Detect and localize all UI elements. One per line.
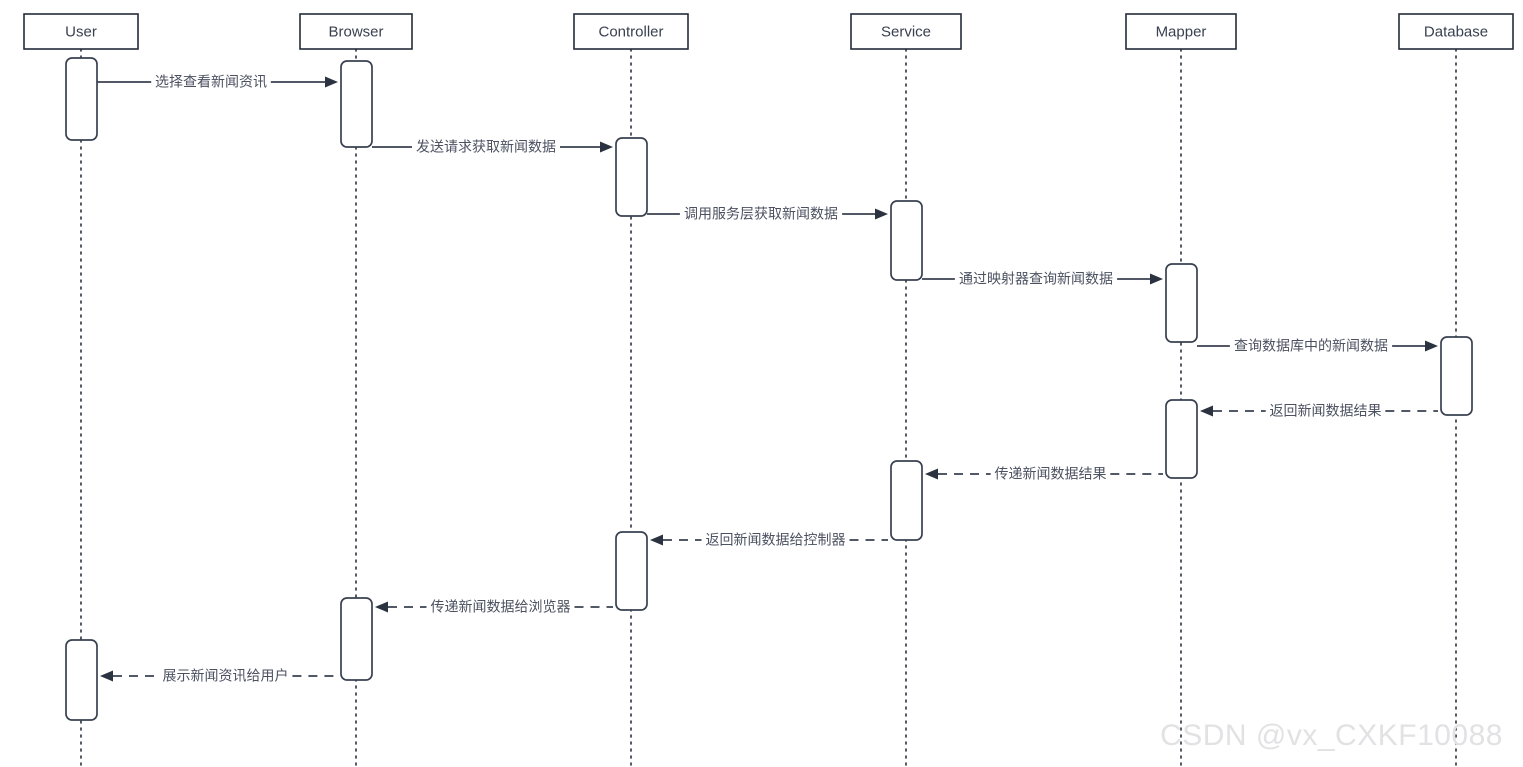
message-m10[interactable]: 展示新闻资讯给用户	[100, 668, 338, 684]
activation-bar-mapper	[1165, 263, 1198, 343]
activation-bar-browser	[340, 597, 373, 681]
arrow-head-icon	[650, 534, 663, 546]
activation-bar-controller	[615, 137, 648, 217]
participant-box	[1398, 13, 1514, 50]
activation-bar-service	[890, 200, 923, 281]
activation-bar-service	[890, 460, 923, 541]
participant-label: User	[65, 23, 97, 40]
participant-label: Browser	[328, 23, 383, 40]
activation-bar-database	[1440, 336, 1473, 416]
message-label: 发送请求获取新闻数据	[416, 139, 556, 155]
participant-box	[573, 13, 689, 50]
arrow-head-icon	[1150, 273, 1163, 285]
activation-bar-controller	[615, 531, 648, 611]
message-m8[interactable]: 返回新闻数据给控制器	[650, 532, 888, 548]
message-m5[interactable]: 查询数据库中的新闻数据	[1197, 338, 1438, 354]
arrow-head-icon	[600, 141, 613, 153]
participant-label: Service	[881, 23, 931, 40]
participant-label: Mapper	[1156, 23, 1207, 40]
participant-user[interactable]: User	[23, 13, 139, 50]
arrow-head-icon	[375, 601, 388, 613]
participant-database[interactable]: Database	[1398, 13, 1514, 50]
participant-service[interactable]: Service	[850, 13, 962, 50]
message-label: 传递新闻数据结果	[995, 466, 1107, 482]
participant-box	[1125, 13, 1237, 50]
message-m9[interactable]: 传递新闻数据给浏览器	[375, 599, 613, 615]
actors-layer: User Browser Controller Service Mapper Databa…	[23, 13, 1514, 50]
arrow-head-icon	[100, 670, 113, 682]
participant-box	[299, 13, 413, 50]
participant-browser[interactable]: Browser	[299, 13, 413, 50]
participant-box	[23, 13, 139, 50]
message-label: 返回新闻数据结果	[1270, 403, 1382, 419]
arrow-head-icon	[1425, 340, 1438, 352]
activation-bar-user	[65, 57, 98, 141]
participant-mapper[interactable]: Mapper	[1125, 13, 1237, 50]
message-label: 通过映射器查询新闻数据	[959, 271, 1113, 287]
participant-label: Controller	[598, 23, 663, 40]
message-m2[interactable]: 发送请求获取新闻数据	[372, 139, 613, 155]
activation-bar-user	[65, 639, 98, 721]
message-label: 传递新闻数据给浏览器	[431, 599, 571, 615]
message-m6[interactable]: 返回新闻数据结果	[1200, 403, 1438, 419]
message-m7[interactable]: 传递新闻数据结果	[925, 466, 1163, 482]
arrow-head-icon	[1200, 405, 1213, 417]
participant-controller[interactable]: Controller	[573, 13, 689, 50]
participant-box	[850, 13, 962, 50]
messages-layer: 选择查看新闻资讯发送请求获取新闻数据调用服务层获取新闻数据通过映射器查询新闻数据…	[97, 74, 1438, 684]
message-label: 返回新闻数据给控制器	[706, 532, 846, 548]
arrow-head-icon	[925, 468, 938, 480]
lifelines-layer	[80, 48, 1457, 767]
message-label: 查询数据库中的新闻数据	[1234, 338, 1388, 354]
activations-layer	[65, 57, 1473, 721]
activation-bar-mapper	[1165, 399, 1198, 479]
message-label: 展示新闻资讯给用户	[163, 668, 289, 684]
message-m4[interactable]: 通过映射器查询新闻数据	[922, 271, 1163, 287]
activation-bar-browser	[340, 60, 373, 148]
message-m3[interactable]: 调用服务层获取新闻数据	[647, 206, 888, 222]
arrow-head-icon	[875, 208, 888, 220]
arrow-head-icon	[325, 76, 338, 88]
message-label: 调用服务层获取新闻数据	[684, 206, 838, 222]
message-label: 选择查看新闻资讯	[155, 74, 267, 90]
message-m1[interactable]: 选择查看新闻资讯	[97, 74, 338, 90]
watermark-text: CSDN @vx_CXKF10088	[1160, 719, 1503, 752]
participant-label: Database	[1424, 23, 1488, 40]
